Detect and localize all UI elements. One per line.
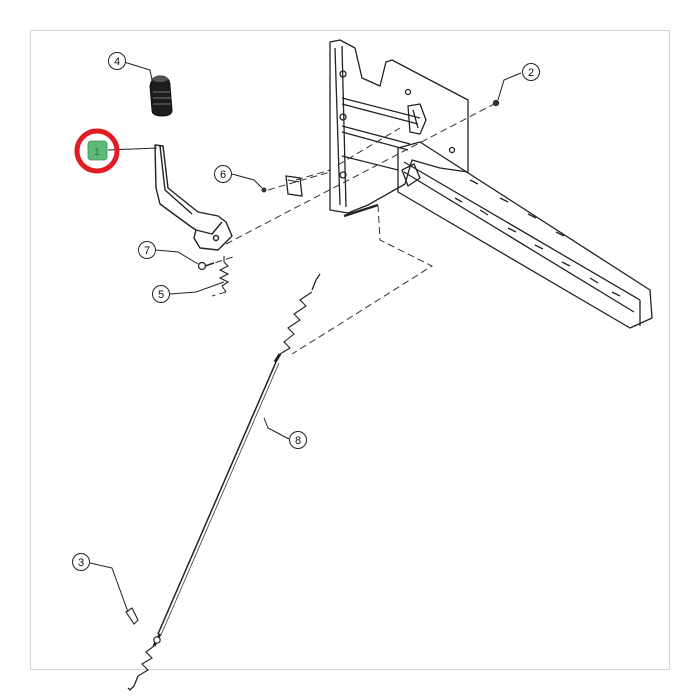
callout-5-label: 5 xyxy=(158,289,164,301)
callout-1[interactable]: 1 xyxy=(74,128,120,174)
callout-8[interactable]: 8 xyxy=(289,431,307,449)
frame-panel xyxy=(329,39,469,214)
assembly-leader-lines xyxy=(204,102,497,355)
callout-1-label: 1 xyxy=(94,147,100,158)
control-lever xyxy=(154,144,233,251)
callout-3[interactable]: 3 xyxy=(72,553,90,571)
callout-leaders xyxy=(89,61,522,613)
clip-plate xyxy=(285,175,303,197)
cable-clip-3 xyxy=(125,607,139,625)
callout-4-label: 4 xyxy=(114,56,120,68)
screw-6 xyxy=(261,187,267,193)
callout-8-label: 8 xyxy=(295,435,301,447)
callout-4[interactable]: 4 xyxy=(108,52,126,70)
beam-cable-end xyxy=(343,203,379,218)
spring-5 xyxy=(218,256,230,293)
diagram-frame xyxy=(30,30,670,670)
callout-2-label: 2 xyxy=(528,67,534,79)
handle-grip xyxy=(149,75,173,117)
callout-7-label: 7 xyxy=(144,245,150,257)
highlight-marker xyxy=(87,140,108,161)
callout-6-label: 6 xyxy=(220,169,226,181)
callout-7[interactable]: 7 xyxy=(138,241,156,259)
frame-beam xyxy=(397,141,653,329)
callout-3-label: 3 xyxy=(78,557,84,569)
highlight-ring xyxy=(74,128,120,174)
control-cable xyxy=(127,273,321,691)
callout-6[interactable]: 6 xyxy=(214,165,232,183)
nut-2 xyxy=(492,99,500,107)
callout-5[interactable]: 5 xyxy=(152,285,170,303)
callout-2[interactable]: 2 xyxy=(522,63,540,81)
